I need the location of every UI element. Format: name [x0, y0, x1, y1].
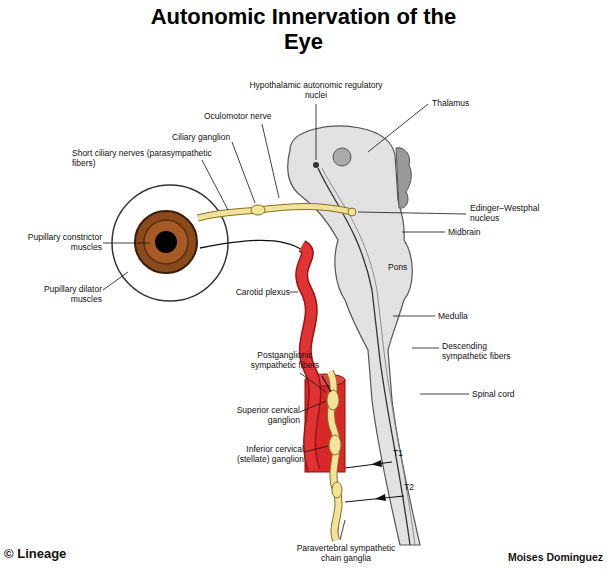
fiber-label: Postganglionic sympathetic fibers — [250, 350, 320, 370]
diagram-title: Autonomic Innervation of the Eye — [150, 4, 457, 55]
ganglion-label: Paravertebral sympathetic chain ganglia — [286, 543, 406, 563]
spinal-cord-label: Spinal cord — [472, 389, 542, 399]
ganglion-label: Ciliary ganglion — [172, 132, 242, 142]
fiber-label: Descending sympathetic fibers — [442, 341, 516, 361]
ganglion-label: Inferior cervical (stellate) ganglion — [232, 444, 304, 464]
hypothalamus-label: Hypothalamic autonomic regulatory nuclei — [244, 80, 388, 100]
muscle-label: Pupillary constrictor muscles — [18, 232, 102, 252]
plexus-label: Carotid plexus — [232, 287, 290, 297]
brain-part-label: Thalamus — [432, 98, 492, 108]
nucleus-label: Edinger–Westphal nucleus — [470, 203, 540, 223]
brain-part-label: Pons — [388, 262, 428, 272]
nerve-label: Oculomotor nerve — [204, 111, 284, 121]
brain-part-label: Midbrain — [448, 227, 508, 237]
ganglion-label: Superior cervical ganglion — [232, 405, 300, 425]
muscle-label: Pupillary dilator muscles — [18, 284, 102, 304]
copyright-note: © Lineage — [4, 546, 104, 562]
level-label: T2 — [404, 482, 424, 492]
author-credit: Moises Dominguez — [499, 551, 603, 564]
brain-part-label: Medulla — [438, 311, 498, 321]
leader-lines — [103, 104, 469, 540]
nerve-label: Short ciliary nerves (parasympathetic fi… — [72, 148, 232, 168]
level-label: T1 — [393, 448, 413, 458]
